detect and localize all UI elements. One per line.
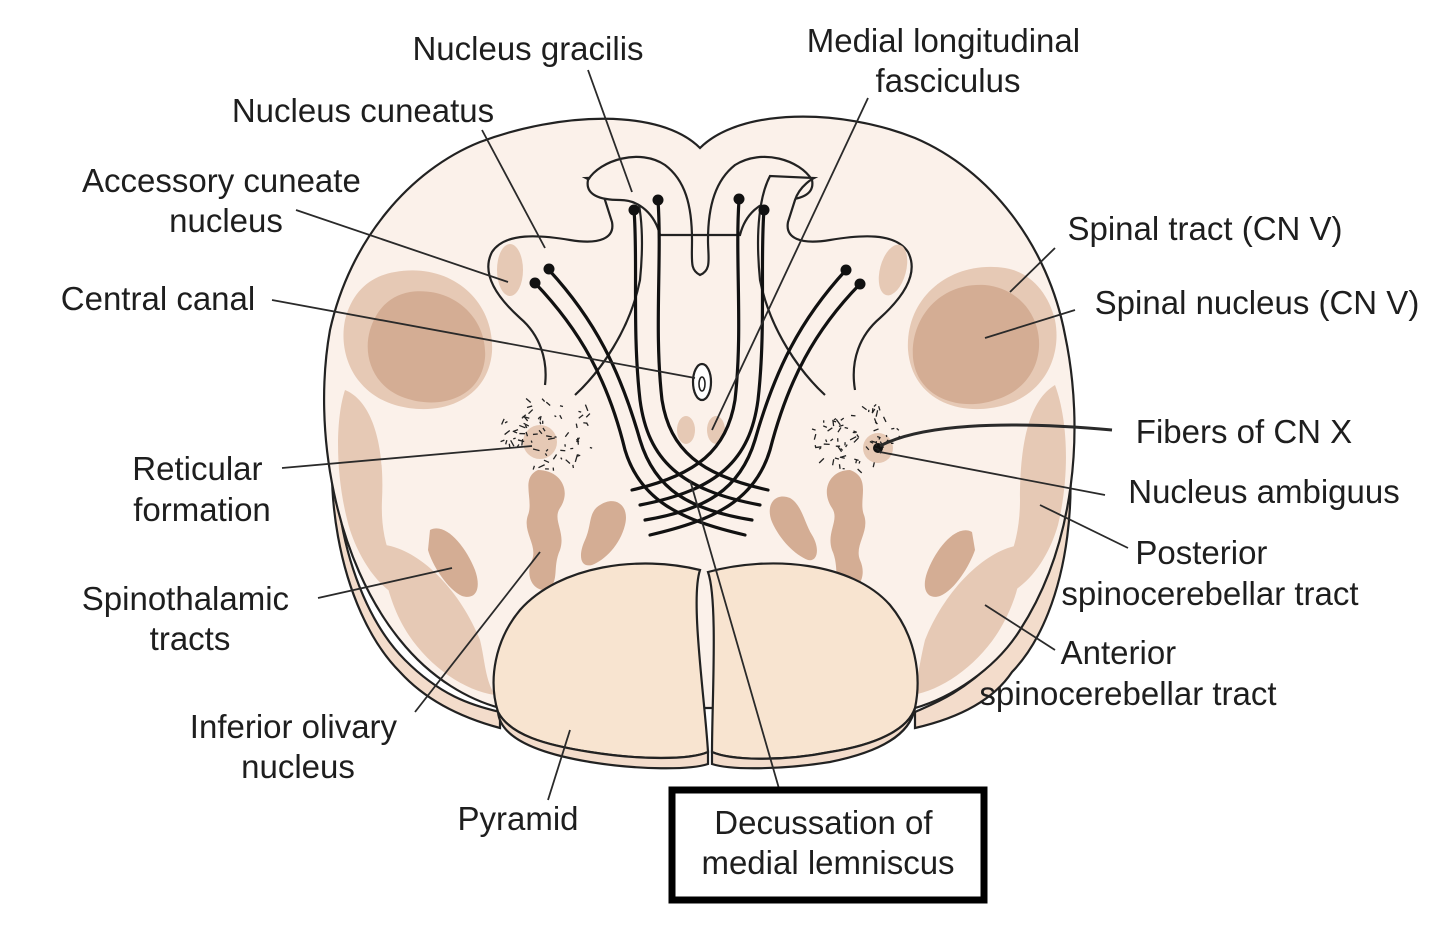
central-canal <box>693 364 711 400</box>
reticular-speckle <box>839 464 840 469</box>
accessory-cuneate-left <box>497 244 523 296</box>
reticular-speckle <box>540 416 541 420</box>
reticular-speckle <box>859 461 860 463</box>
reticular-speckle <box>513 438 515 439</box>
fiber-origin-dot <box>855 279 866 290</box>
label-spinal-tract-cn-v: Spinal tract (CN V) <box>1067 210 1342 247</box>
reticular-speckle <box>577 454 579 455</box>
label-inferior-olivary-nucleus: Inferior olivary nucleus <box>190 708 406 785</box>
reticular-speckle <box>578 411 581 412</box>
fiber-origin-dot <box>530 278 541 289</box>
fiber-origin-dot <box>544 264 555 275</box>
label-accessory-cuneate-nucleus: Accessory cuneate nucleus <box>82 162 370 239</box>
reticular-speckle <box>555 437 557 438</box>
reticular-speckle <box>540 422 541 424</box>
reticular-speckle <box>833 420 834 426</box>
fiber-origin-dot <box>759 205 770 216</box>
reticular-speckle <box>856 460 857 463</box>
fiber-origin-dot <box>629 205 640 216</box>
reticular-nucleus-left <box>523 425 557 459</box>
reticular-speckle <box>573 465 574 468</box>
reticular-speckle <box>590 447 592 448</box>
reticular-speckle <box>578 438 579 445</box>
fiber-origin-dot <box>841 265 852 276</box>
reticular-speckle <box>531 441 532 443</box>
mlf-left <box>677 416 695 444</box>
reticular-speckle <box>554 416 556 417</box>
label-central-canal: Central canal <box>61 280 255 317</box>
reticular-speckle <box>834 421 837 422</box>
reticular-speckle <box>891 428 894 429</box>
reticular-speckle <box>576 424 577 428</box>
reticular-speckle <box>560 406 563 407</box>
fiber-origin-dot <box>734 194 745 205</box>
label-fibers-of-cn-x: Fibers of CN X <box>1136 413 1352 450</box>
label-pyramid: Pyramid <box>457 800 578 837</box>
label-nucleus-cuneatus: Nucleus cuneatus <box>232 92 494 129</box>
reticular-speckle <box>522 439 523 445</box>
label-nucleus-ambiguus: Nucleus ambiguus <box>1128 473 1399 510</box>
label-medial-longitudinal-fasciculus: Medial longitudinal fasciculus <box>807 22 1090 99</box>
label-reticular-formation: Reticular formation <box>132 450 271 528</box>
label-posterior-spinocerebellar-tract: Posterior spinocerebellar tract <box>1061 534 1358 612</box>
label-spinothalamic-tracts: Spinothalamic tracts <box>82 580 298 657</box>
label-spinal-nucleus-cn-v: Spinal nucleus (CN V) <box>1095 284 1420 321</box>
label-nucleus-gracilis: Nucleus gracilis <box>412 30 643 67</box>
fiber-origin-dot <box>653 195 664 206</box>
